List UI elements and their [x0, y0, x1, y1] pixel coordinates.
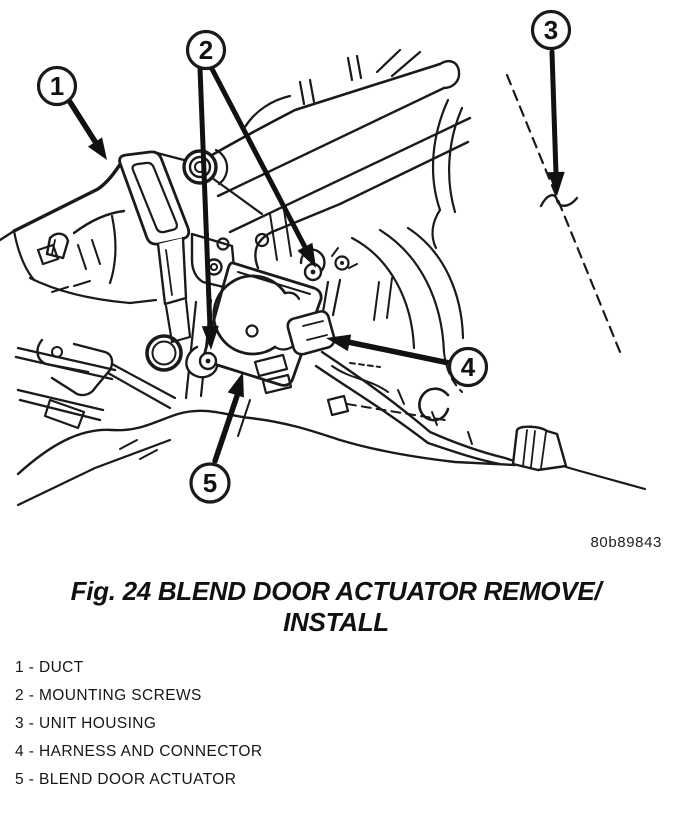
housing-squiggle [539, 194, 579, 208]
ring-grommet [145, 334, 183, 372]
figure-illustration: 1 2 3 4 5 80b89843 [0, 9, 662, 551]
blower-scroll-arcs [346, 226, 465, 422]
duct-drawing [0, 151, 186, 305]
callout-1-number: 1 [50, 71, 64, 101]
callout-5-number: 5 [203, 468, 217, 498]
callout-5-badge: 5 [189, 462, 231, 504]
legend-item-unit-housing: 3 - UNIT HOUSING [15, 715, 157, 732]
callout-3-number: 3 [544, 15, 558, 45]
figure-legend: 1 - DUCT 2 - MOUNTING SCREWS 3 - UNIT HO… [15, 654, 698, 794]
ground-contour [16, 395, 517, 507]
legend-item-blend-door-actuator: 5 - BLEND DOOR ACTUATOR [15, 771, 237, 788]
callout-4-number: 4 [461, 352, 476, 382]
callout-2-badge: 2 [185, 29, 227, 71]
grommet-bolt [182, 148, 229, 186]
callout-3-arrow [547, 49, 565, 196]
figure-caption: Fig. 24 BLEND DOOR ACTUATOR REMOVE/ INST… [0, 576, 672, 638]
legend-item-harness-and-connector: 4 - HARNESS AND CONNECTOR [15, 743, 263, 760]
callout-3-badge: 3 [530, 9, 572, 51]
legend-item-mounting-screws: 2 - MOUNTING SCREWS [15, 687, 202, 704]
harness-and-connector [286, 278, 647, 491]
harness-tail [564, 465, 647, 491]
duct-strap [118, 150, 192, 344]
harness-clip [511, 425, 568, 472]
callout-2-arrow-left [197, 65, 219, 350]
figure-caption-line2: INSTALL [283, 607, 389, 637]
callout-1-arrow [67, 99, 107, 160]
plenum-band [210, 48, 472, 270]
connector-body [286, 310, 336, 356]
unit-housing-dashed-line [505, 73, 622, 354]
callout-4-badge: 4 [447, 346, 489, 388]
legend-item-duct: 1 - DUCT [15, 659, 84, 676]
callout-4-arrow [326, 334, 452, 366]
figure-caption-line1: Fig. 24 BLEND DOOR ACTUATOR REMOVE/ [70, 576, 602, 606]
callout-2-number: 2 [199, 35, 213, 65]
blend-door-actuator-diagram: 1 2 3 4 5 [0, 9, 647, 507]
callout-1-badge: 1 [36, 65, 78, 107]
harness-wire-upper [320, 350, 519, 464]
callout-2-arrow-right [208, 64, 316, 268]
callout-5-arrow [212, 372, 244, 464]
harness-wire-lower [314, 364, 502, 466]
figure-image-code: 80b89843 [590, 534, 662, 551]
